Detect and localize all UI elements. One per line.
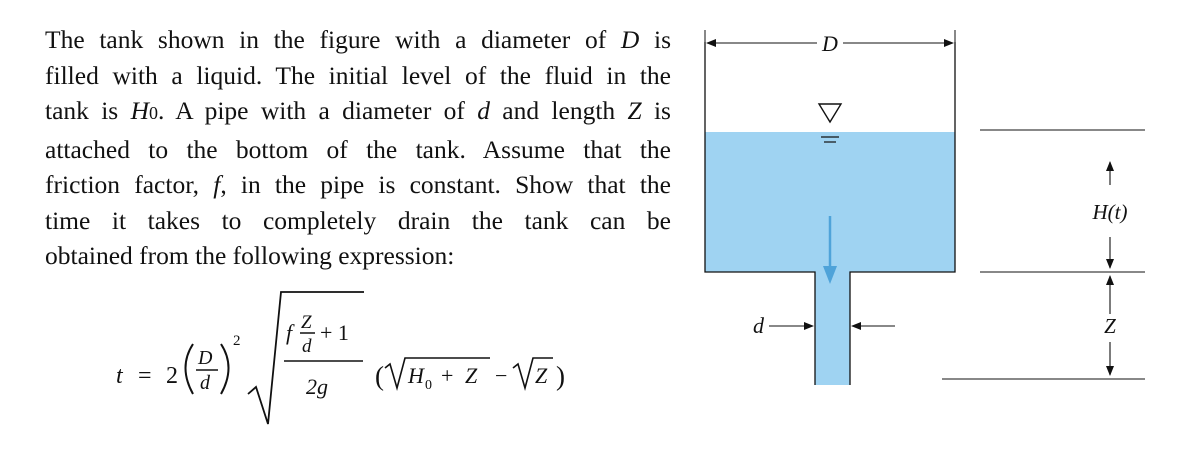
eq-d-den: d (302, 336, 312, 357)
problem-line: tank is H0. A pipe with a diameter of d … (45, 96, 671, 125)
problem-line: obtained from the following expression: (45, 241, 455, 270)
eq-f: f (286, 320, 295, 345)
eq-Z-num: Z (301, 312, 312, 333)
label-Z: Z (1104, 314, 1116, 338)
tank-figure: D d H(t) Z (704, 30, 1145, 385)
math-variable: f (213, 170, 221, 199)
eq-paren-open: ( (375, 361, 384, 391)
eq-t: t (116, 363, 124, 389)
eq-paren-close: ) (556, 361, 565, 391)
eq-minus: − (495, 363, 507, 388)
eq-right-paren (220, 343, 230, 395)
eq-sqrt-Z (512, 357, 553, 391)
eq-left-paren (184, 343, 194, 395)
eq-coefficient: 2 (166, 363, 178, 389)
eq-frac-D: D (197, 347, 213, 369)
problem-line: friction factor, f, in the pipe is const… (45, 170, 671, 199)
eq-H0: H (407, 363, 425, 388)
drain-time-equation: t = 2 D d 2 f Z d + 1 2g ( H 0 + Z − Z ) (116, 291, 565, 425)
math-subscript: 0 (148, 103, 158, 123)
eq-equals: = (138, 363, 152, 389)
eq-frac-d: d (200, 372, 211, 394)
tank-wall (704, 42, 956, 385)
problem-line: time it takes to completely drain the ta… (45, 205, 671, 235)
eq-plus-one: + 1 (320, 320, 349, 345)
problem-line: filled with a liquid. The initial level … (45, 60, 671, 90)
eq-plus: + (441, 363, 453, 388)
label-D: D (821, 31, 838, 56)
eq-Z-under-root: Z (465, 363, 478, 388)
eq-power: 2 (233, 333, 241, 349)
eq-Z-root: Z (535, 363, 548, 388)
math-variable: d (477, 96, 490, 125)
eq-H0-sub: 0 (425, 378, 432, 393)
math-variable: Z (627, 96, 642, 125)
flow-arrow-head (823, 266, 837, 284)
math-variable: H (130, 96, 149, 125)
eq-denominator: 2g (306, 374, 328, 399)
eq-sqrt-sign (247, 291, 364, 425)
free-surface-icon (817, 103, 843, 124)
label-d: d (753, 313, 765, 338)
label-H: H(t) (1092, 200, 1128, 224)
problem-line: attached to the bottom of the tank. Assu… (45, 134, 671, 164)
problem-line: The tank shown in the figure with a diam… (45, 25, 671, 54)
problem-statement: The tank shown in the figure with a diam… (45, 22, 671, 274)
math-variable: D (620, 25, 640, 54)
eq-sqrt-H (384, 357, 490, 391)
